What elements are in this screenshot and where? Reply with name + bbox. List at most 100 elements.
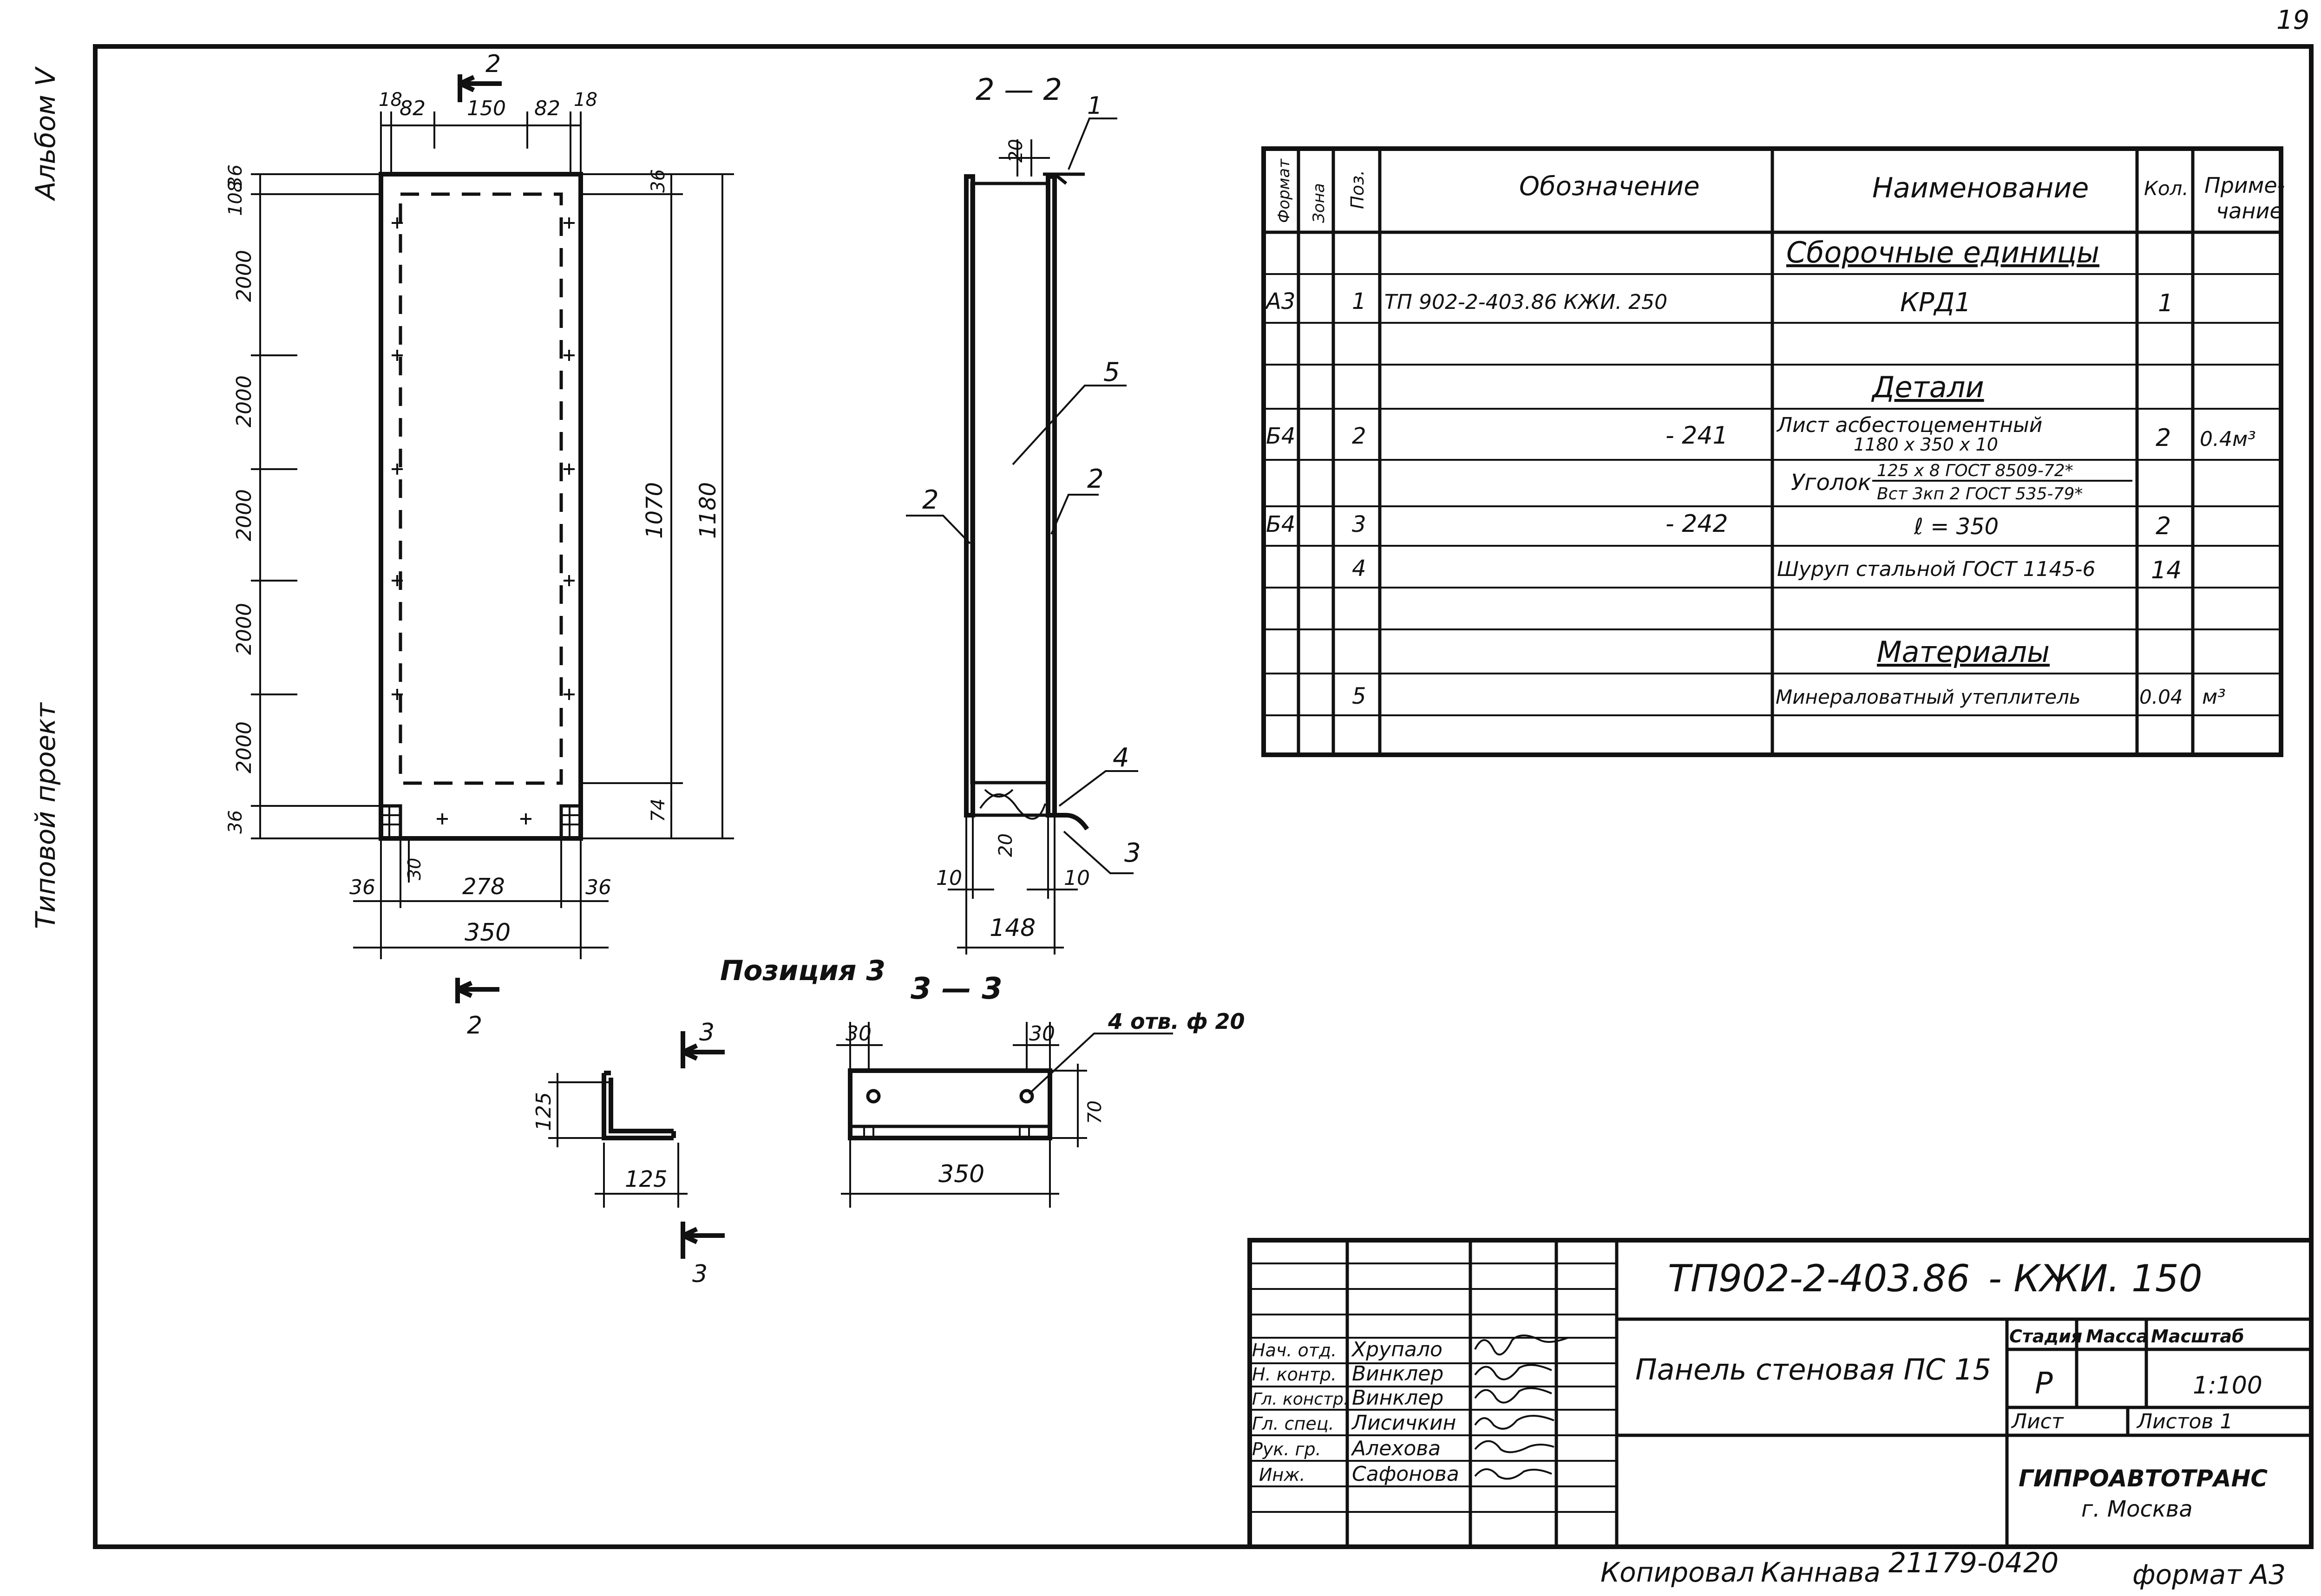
dim-left-2000-4: 2000 (232, 603, 256, 655)
sig-name-2: Винклер (1352, 1386, 1443, 1410)
dim-bottom-36-right: 36 (585, 876, 611, 899)
section-mark-2-bottom-label: 2 (467, 1012, 482, 1040)
spec-header-qty: Кол. (2144, 177, 2189, 200)
section-mark-2-top (458, 74, 502, 102)
mass-header: Масса (2086, 1326, 2148, 1347)
dim-s33-350: 350 (938, 1160, 984, 1188)
spec-r4-name: Лист асбестоцементный (1776, 413, 2042, 437)
corner-angle-left (379, 804, 402, 840)
section-2-2-title: 2 — 2 (976, 73, 1062, 107)
doc-code: ТП902-2-403.86 (1668, 1257, 1970, 1300)
spec-r6-pos: 3 (1352, 511, 1366, 537)
sig-name-0: Хрупало (1351, 1338, 1442, 1361)
screw-marks (392, 217, 575, 824)
spec-header-note-1: Приме- (2204, 173, 2285, 198)
dim-pos3-125-horiz: 125 (625, 1166, 668, 1192)
sig-name-1: Винклер (1352, 1362, 1443, 1386)
dim-top-82-left: 82 (400, 97, 426, 120)
dim-top-18-right: 18 (574, 89, 597, 111)
callout-4: 4 (1113, 743, 1129, 773)
insulation-hatched (970, 182, 1050, 785)
dim-s33-70: 70 (1084, 1100, 1106, 1124)
dim-pos3-125-vert: 125 (532, 1092, 556, 1131)
section-mark-3-top-label: 3 (699, 1019, 715, 1047)
margin-album: Альбом V (30, 66, 61, 202)
dim-top-82-right: 82 (534, 97, 560, 120)
dim-right-74: 74 (648, 798, 669, 822)
section-mark-3-bottom (681, 1222, 725, 1259)
signatures (1474, 1334, 1568, 1480)
dim-left-2000-5: 2000 (232, 721, 256, 773)
spec-r4-qty: 2 (2156, 424, 2171, 452)
dim-right-1180: 1180 (695, 482, 721, 539)
sig-name-3: Лисичкин (1351, 1411, 1456, 1435)
spec-r4-designation: - 241 (1665, 422, 1728, 450)
dim-left-108: 108 (225, 181, 246, 216)
spec-r10-note: м³ (2202, 685, 2226, 709)
dim-right-36: 36 (648, 169, 669, 193)
spec-r6-name: ℓ = 350 (1914, 514, 1999, 540)
spec-header-name: Наименование (1872, 172, 2089, 204)
sig-role-3: Гл. спец. (1252, 1413, 1334, 1434)
dim-bottom-36-left: 36 (349, 876, 375, 899)
dim-left-2000-1: 2000 (232, 250, 256, 302)
dim-left-2000-2: 2000 (232, 375, 256, 427)
spec-r4-note: 0.4м³ (2200, 427, 2256, 451)
panel-outline (379, 172, 583, 841)
dim-right-1070: 1070 (642, 482, 668, 539)
callout-2-right: 2 (1087, 464, 1104, 494)
spec-section-assemblies: Сборочные единицы (1786, 235, 2099, 269)
sig-role-2: Гл. констр. (1252, 1390, 1349, 1409)
dim-s22-20-bottom: 20 (995, 833, 1016, 857)
board-left (964, 174, 975, 818)
bottom-angle-3 (1052, 792, 1089, 831)
front-view: 2 2 18 82 150 82 18 36 108 2000 2000 200… (225, 50, 734, 1040)
sig-role-5: Инж. (1259, 1465, 1305, 1485)
dim-s33-30-left: 30 (846, 1022, 872, 1046)
format-label: формат А3 (2132, 1559, 2286, 1590)
dim-s22-148: 148 (990, 914, 1036, 942)
sig-role-4: Рук. гр. (1252, 1439, 1321, 1459)
spec-header-pos: Поз. (1347, 170, 1368, 209)
org-city: г. Москва (2081, 1496, 2193, 1522)
section-mark-3-bottom-label: 3 (692, 1260, 708, 1288)
dim-s22-20-top: 20 (1005, 139, 1027, 163)
spec-r6-designation: - 242 (1665, 510, 1728, 538)
section-3-3-title: 3 — 3 (911, 972, 1003, 1006)
position-3-title: Позиция 3 (720, 955, 885, 987)
scale-header: Масштаб (2151, 1326, 2244, 1347)
spec-r7-pos: 4 (1352, 556, 1366, 582)
spec-table: Формат Зона Поз. Обозначение Наименовани… (1261, 146, 2285, 757)
doc-name: Панель стеновая ПС 15 (1635, 1353, 1991, 1387)
stage-header: Стадия (2009, 1326, 2082, 1347)
dim-s22-10-right: 10 (1064, 866, 1090, 890)
dim-bottom-30: 30 (404, 858, 425, 880)
dim-s33-30-right: 30 (1029, 1022, 1055, 1046)
spec-section-materials: Материалы (1877, 635, 2050, 669)
spec-r7-qty: 14 (2151, 556, 2182, 584)
dim-bottom-350: 350 (465, 919, 511, 947)
drawing-frame (93, 44, 2314, 1549)
copied-by-label: Копировал (1600, 1557, 1754, 1588)
spec-r4-name-size: 1180 х 350 х 10 (1854, 434, 1998, 455)
spec-header-designation: Обозначение (1519, 171, 1700, 202)
section-mark-3-top (681, 1031, 725, 1068)
wood-grain (979, 789, 1046, 820)
sig-role-1: Н. контр. (1252, 1364, 1337, 1385)
hole-left (866, 1089, 881, 1104)
spec-r1-pos: 1 (1352, 288, 1366, 314)
spec-r10-name: Минераловатный утеплитель (1776, 686, 2081, 708)
spec-r5-name: Уголок (1791, 470, 1871, 496)
dim-left-36-bottom: 36 (225, 810, 246, 834)
corner-angle-right (559, 804, 583, 840)
dim-bottom-278: 278 (462, 874, 505, 900)
hole-right (1019, 1089, 1034, 1104)
dim-top-150: 150 (467, 97, 506, 120)
angle-strip (848, 1068, 1052, 1140)
spec-r4-format: Б4 (1266, 423, 1295, 449)
spec-r5-frac-top: 125 х 8 ГОСТ 8509-72* (1877, 461, 2073, 480)
sheets-label: Листов 1 (2136, 1410, 2233, 1433)
margin-project: Типовой проект (30, 702, 61, 929)
stage-value: Р (2035, 1367, 2053, 1401)
